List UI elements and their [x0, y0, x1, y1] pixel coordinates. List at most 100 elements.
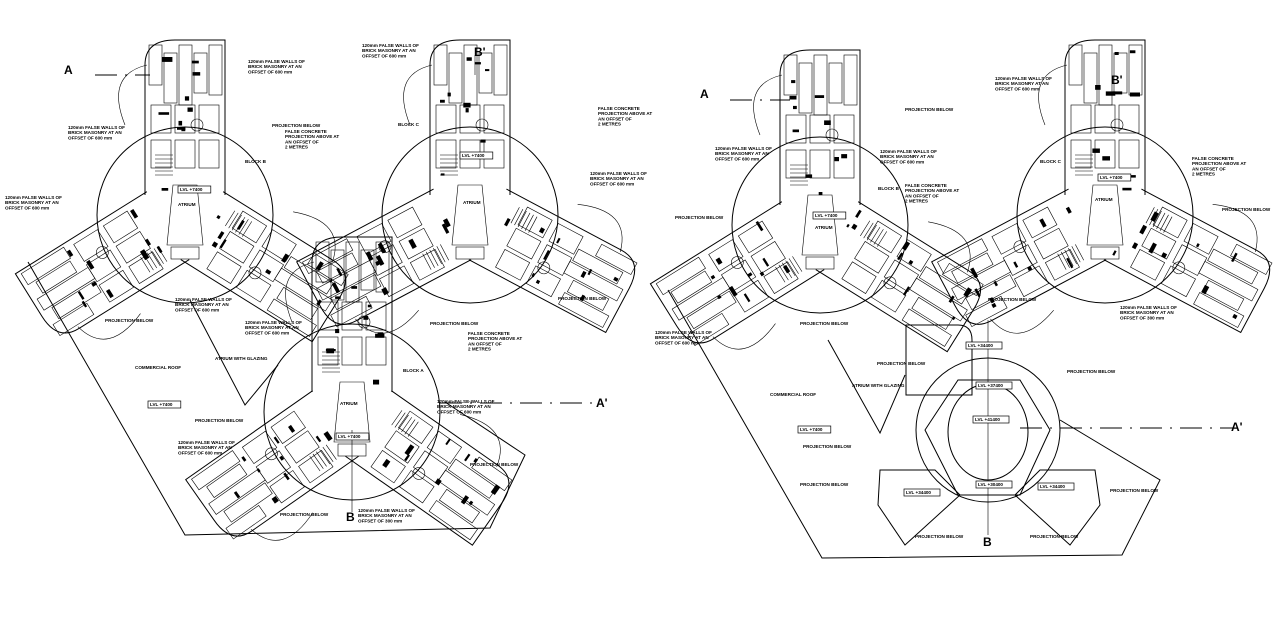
furniture-block [1065, 206, 1072, 214]
dining-table [1172, 261, 1186, 275]
lift-core [170, 246, 200, 260]
lift-core [455, 246, 485, 260]
room [526, 265, 561, 298]
lift-core [805, 256, 835, 270]
room [341, 301, 363, 331]
label-line: 2 METRES [905, 199, 928, 204]
label-line: LVL +7400 [800, 427, 823, 432]
dining-table [96, 246, 109, 259]
dining-table [265, 447, 278, 461]
section-mark-b: B [983, 535, 992, 549]
stair-tread [401, 417, 413, 433]
label-line: OFFSET OF 600 mm [5, 205, 49, 210]
room [506, 227, 542, 260]
label-line: BRICK MASONRY AT AN [362, 48, 416, 53]
furniture-block [1161, 252, 1168, 259]
right-atrium-glazing-triangle [827, 339, 906, 435]
label-line: OFFSET OF 600 mm [995, 86, 1039, 91]
annotation-label: PROJECTION BELOW [1067, 369, 1116, 374]
furniture-block [902, 286, 911, 296]
label-line: LVL +30400 [978, 482, 1003, 487]
furniture-block [382, 458, 391, 468]
label-line: BRICK MASONRY AT AN [358, 513, 412, 518]
label-line: 120mm FALSE WALLS OF [715, 146, 772, 151]
room [1033, 227, 1069, 260]
furniture-block [130, 208, 139, 219]
furniture-block [377, 242, 387, 254]
annotation-label: PROJECTION BELOW [558, 296, 607, 301]
furniture-block [216, 214, 221, 220]
label-line: 2 METRES [285, 145, 308, 150]
stair-tread [228, 212, 239, 229]
furniture-block [375, 333, 385, 338]
stair-tread [863, 222, 874, 239]
room [448, 52, 463, 104]
room [148, 44, 163, 86]
label-line: OFFSET OF 600 mm [175, 307, 219, 312]
stair-tread [404, 419, 416, 435]
label-line: PROJECTION BELOW [905, 107, 954, 112]
room [1118, 139, 1140, 169]
label-line: PROJECTION BELOW [1110, 488, 1159, 493]
room [1014, 265, 1049, 298]
furniture-block [256, 468, 261, 473]
room [73, 229, 109, 262]
furniture-block [1131, 242, 1139, 250]
annotation-label: PROJECTION BELOW [800, 482, 849, 487]
furniture-block [375, 254, 385, 266]
furniture-block [991, 302, 997, 308]
furniture-block [1122, 187, 1132, 191]
furniture-block [1129, 50, 1136, 54]
dining-table [1110, 118, 1124, 132]
furniture-block [908, 259, 914, 265]
stair-tread [436, 246, 446, 263]
annotation-label: COMMERCIAL ROOF [770, 392, 816, 397]
left-floor-plan: A B' A' B [14, 39, 638, 546]
label-line: LVL +41400 [975, 417, 1000, 422]
furniture-block [841, 154, 848, 159]
label-line: LVL +7400 [338, 434, 361, 439]
label-line: 120mm FALSE WALLS OF [358, 508, 415, 513]
apartment-wing [1103, 188, 1273, 334]
apartment-wing [815, 201, 984, 353]
furniture-block [1232, 313, 1238, 320]
furniture-block [1112, 91, 1123, 95]
room [375, 241, 390, 293]
dining-table [537, 261, 551, 275]
label-line: PROJECTION ABOVE AT [598, 111, 652, 116]
room [911, 296, 954, 330]
level-tag-box [459, 151, 494, 160]
room [384, 430, 420, 464]
room [433, 44, 448, 86]
stair-tread [785, 260, 796, 277]
annotation-label: PROJECTION BELOW [675, 215, 724, 220]
label-line: PROJECTION BELOW [430, 321, 479, 326]
furniture-block [480, 139, 486, 143]
furniture-block [743, 293, 751, 303]
core-circle [731, 136, 909, 314]
room [783, 54, 798, 96]
label-line: BLOCK C [398, 122, 420, 127]
room [426, 430, 463, 465]
room [566, 279, 610, 311]
furniture-block [951, 316, 956, 321]
block-b-tower [14, 39, 349, 343]
wing-balcony-arc [1212, 203, 1258, 252]
annotation-label: PROJECTION BELOW [430, 321, 479, 326]
label-line: BRICK MASONRY AT AN [590, 176, 644, 181]
room [670, 270, 713, 304]
room [1002, 244, 1038, 276]
stair-tread [432, 247, 442, 265]
block-b-tower [649, 49, 984, 353]
label-line: 2 METRES [1192, 172, 1215, 177]
furniture-block [1231, 252, 1238, 263]
stair-tread [241, 221, 253, 237]
label-line: OFFSET OF 600 mm [68, 135, 112, 140]
annotation-label: PROJECTION BELOW [905, 107, 954, 112]
atrium-wing-right [1014, 469, 1101, 546]
